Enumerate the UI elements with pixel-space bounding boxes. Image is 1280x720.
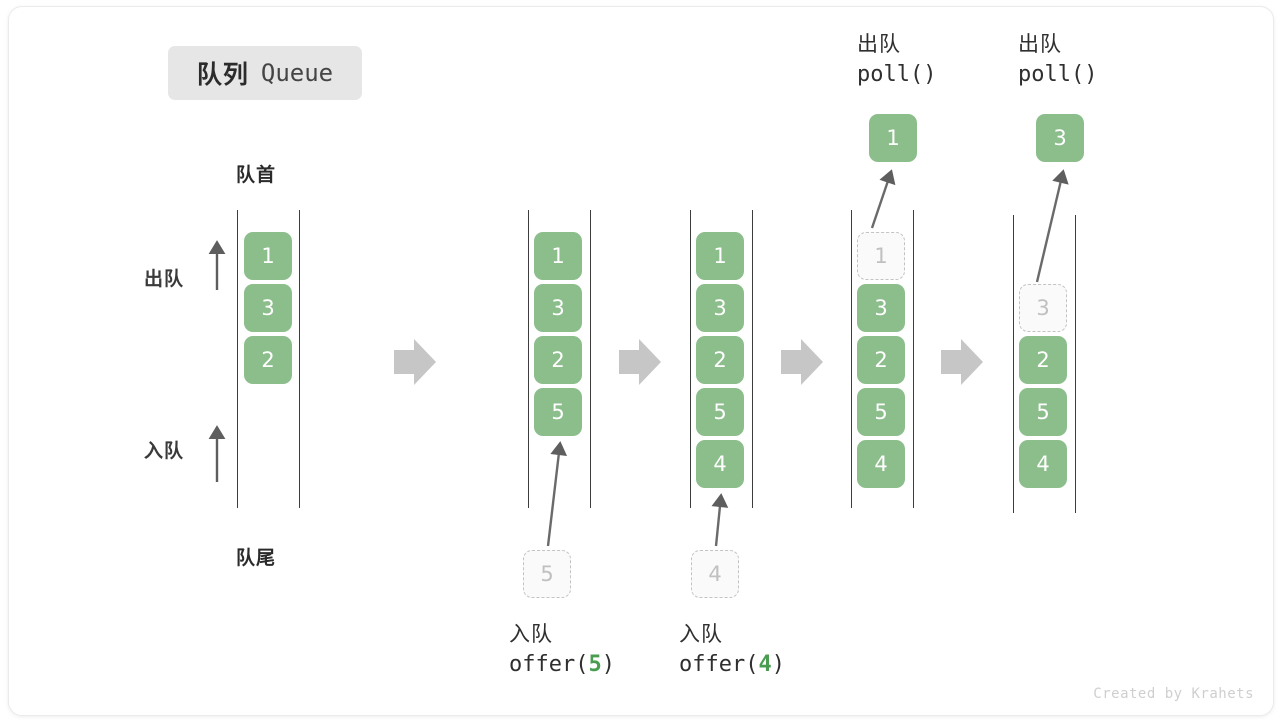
queue-tail-label: 队尾	[236, 548, 277, 569]
op-poll-3-caption: 出队 poll()	[1018, 31, 1097, 90]
enqueue-direction-label: 入队	[144, 441, 185, 462]
poll-3-arrow-icon	[1035, 169, 1069, 283]
title-cn: 队列	[196, 61, 249, 89]
incoming-ghost-cell: 5	[523, 550, 571, 598]
flow-arrow-icon	[941, 339, 983, 385]
flow-arrow-icon	[619, 339, 661, 385]
rail-right	[913, 210, 914, 508]
queue-cell: 5	[534, 388, 582, 436]
op-offer-5-arg: 5	[588, 651, 602, 677]
op-offer-4-code: offer(4)	[679, 650, 785, 680]
queue-cell: 4	[696, 440, 744, 488]
credit-text: Created by Krahets	[1093, 686, 1254, 702]
queue-cell: 1	[534, 232, 582, 280]
op-poll-3-code: poll()	[1018, 61, 1098, 87]
flow-arrow-icon	[394, 339, 436, 385]
title-en: Queue	[260, 59, 334, 87]
flow-arrow-icon	[781, 339, 823, 385]
rail-left	[528, 210, 529, 508]
op-offer-4-arg: 4	[758, 651, 772, 677]
op-offer-5-close: )	[601, 651, 615, 677]
queue-cell: 4	[857, 440, 905, 488]
queue-cell: 3	[244, 284, 292, 332]
queue-head-label: 队首	[236, 165, 277, 186]
queue-cell: 1	[696, 232, 744, 280]
op-poll-3-cn: 出队	[1018, 33, 1062, 56]
polled-value-cell: 1	[869, 114, 917, 162]
op-poll-1-cn: 出队	[857, 33, 901, 56]
outgoing-ghost-cell: 3	[1019, 284, 1067, 332]
queue-cell: 2	[696, 336, 744, 384]
queue-cell: 4	[1019, 440, 1067, 488]
op-offer-4-caption: 入队 offer(4)	[679, 621, 785, 680]
rail-right	[299, 210, 300, 508]
queue-cell: 1	[244, 232, 292, 280]
polled-value-cell: 3	[1036, 114, 1084, 162]
incoming-ghost-cell: 4	[691, 550, 739, 598]
queue-cell: 2	[1019, 336, 1067, 384]
rail-left	[237, 210, 238, 508]
op-offer-4-close: )	[771, 651, 785, 677]
rail-left	[690, 210, 691, 508]
queue-cell: 5	[1019, 388, 1067, 436]
queue-cell: 3	[696, 284, 744, 332]
poll-1-arrow-icon	[870, 169, 896, 229]
queue-cell: 5	[696, 388, 744, 436]
op-offer-5-cn: 入队	[509, 623, 553, 646]
queue-cell: 3	[857, 284, 905, 332]
rail-right	[1075, 215, 1076, 513]
queue-cell: 2	[534, 336, 582, 384]
outgoing-ghost-cell: 1	[857, 232, 905, 280]
queue-cell: 3	[534, 284, 582, 332]
rail-left	[851, 210, 852, 508]
rail-right	[590, 210, 591, 508]
queue-cell: 5	[857, 388, 905, 436]
op-poll-1-caption: 出队 poll()	[857, 31, 936, 90]
rail-right	[752, 210, 753, 508]
rail-left	[1013, 215, 1014, 513]
diagram-title-badge: 队列 Queue	[168, 46, 362, 100]
op-offer-5-fn: offer(	[509, 651, 589, 677]
enqueue-4-arrow-icon	[711, 493, 729, 547]
dequeue-direction-label: 出队	[144, 269, 185, 290]
op-offer-4-cn: 入队	[679, 623, 723, 646]
queue-cell: 2	[857, 336, 905, 384]
op-offer-5-caption: 入队 offer(5)	[509, 621, 615, 680]
op-offer-4-fn: offer(	[679, 651, 759, 677]
op-poll-1-code: poll()	[857, 61, 937, 87]
enqueue-5-arrow-icon	[546, 441, 568, 547]
queue-cell: 2	[244, 336, 292, 384]
op-offer-5-code: offer(5)	[509, 650, 615, 680]
